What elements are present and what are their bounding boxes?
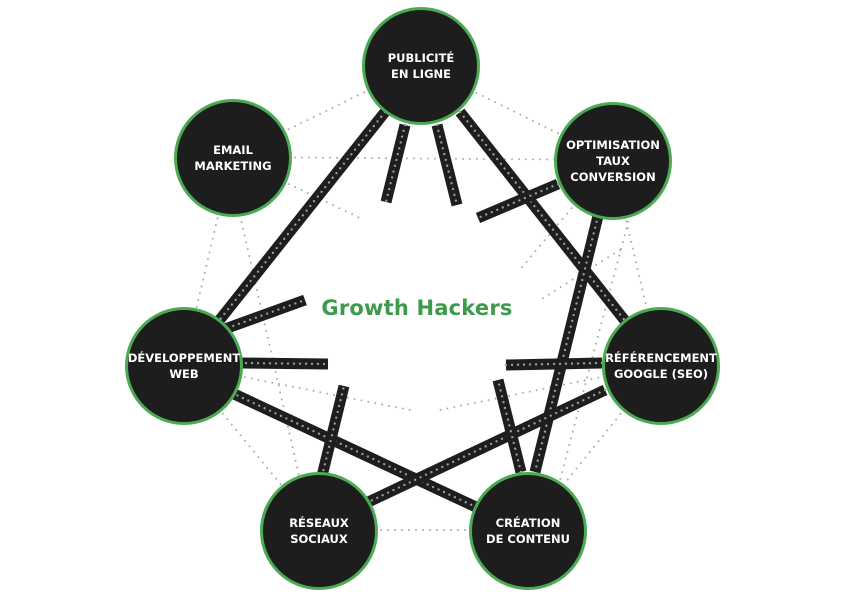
node-reseaux-sociaux[interactable]: RÉSEAUX SOCIAUX	[260, 472, 378, 590]
chain-connection	[213, 108, 390, 326]
node-creation-de-contenu[interactable]: CRÉATION DE CONTENU	[469, 472, 587, 590]
node-label-line: RÉFÉRENCEMENT	[605, 351, 717, 365]
node-label-line: SOCIAUX	[290, 532, 348, 546]
chain-link-dots	[458, 110, 628, 324]
node-developpement-web[interactable]: DÉVELOPPEMENT WEB	[125, 307, 243, 425]
dotted-connection	[439, 364, 661, 411]
node-optimisation-taux-conversion[interactable]: OPTIMISATION TAUX CONVERSION	[554, 102, 672, 220]
chain-link-dots	[320, 384, 346, 478]
node-label-line: TAUX	[596, 154, 630, 168]
chain-link-dots	[476, 182, 560, 220]
node-label-line: PUBLICITÉ	[387, 51, 455, 65]
node-label-line: RÉSEAUX	[289, 516, 349, 530]
node-label-line: DÉVELOPPEMENT	[127, 351, 241, 365]
node-label-line: EN LIGNE	[390, 67, 451, 81]
node-label-line: WEB	[169, 367, 199, 381]
chain-connection	[220, 294, 307, 336]
chain-connection	[229, 388, 481, 513]
node-referencement-google-seo[interactable]: RÉFÉRENCEMENT GOOGLE (SEO)	[602, 307, 720, 425]
chain-link-dots	[504, 361, 604, 367]
chain-connection	[359, 385, 608, 510]
node-publicite-en-ligne[interactable]: PUBLICITÉ EN LIGNE	[362, 7, 480, 125]
node-email-marketing[interactable]: EMAIL MARKETING	[174, 99, 292, 217]
center-title: Growth Hackers	[321, 296, 513, 320]
chain-link-dots	[533, 214, 600, 474]
chain-link-dots	[435, 123, 459, 207]
chain-link-dots	[384, 123, 407, 204]
dotted-connection	[231, 156, 613, 161]
dotted-connection	[231, 156, 361, 219]
node-label-line: OPTIMISATION	[566, 138, 660, 152]
node-label-line: CONVERSION	[570, 170, 656, 184]
node-label-line: CRÉATION	[495, 516, 561, 530]
node-label-line: EMAIL	[213, 143, 253, 157]
node-label-line: DE CONTENU	[486, 532, 570, 546]
node-label-line: GOOGLE (SEO)	[613, 367, 709, 381]
chain-connection	[239, 357, 329, 370]
node-label-line: MARKETING	[194, 159, 272, 173]
chain-link-dots	[496, 378, 523, 474]
